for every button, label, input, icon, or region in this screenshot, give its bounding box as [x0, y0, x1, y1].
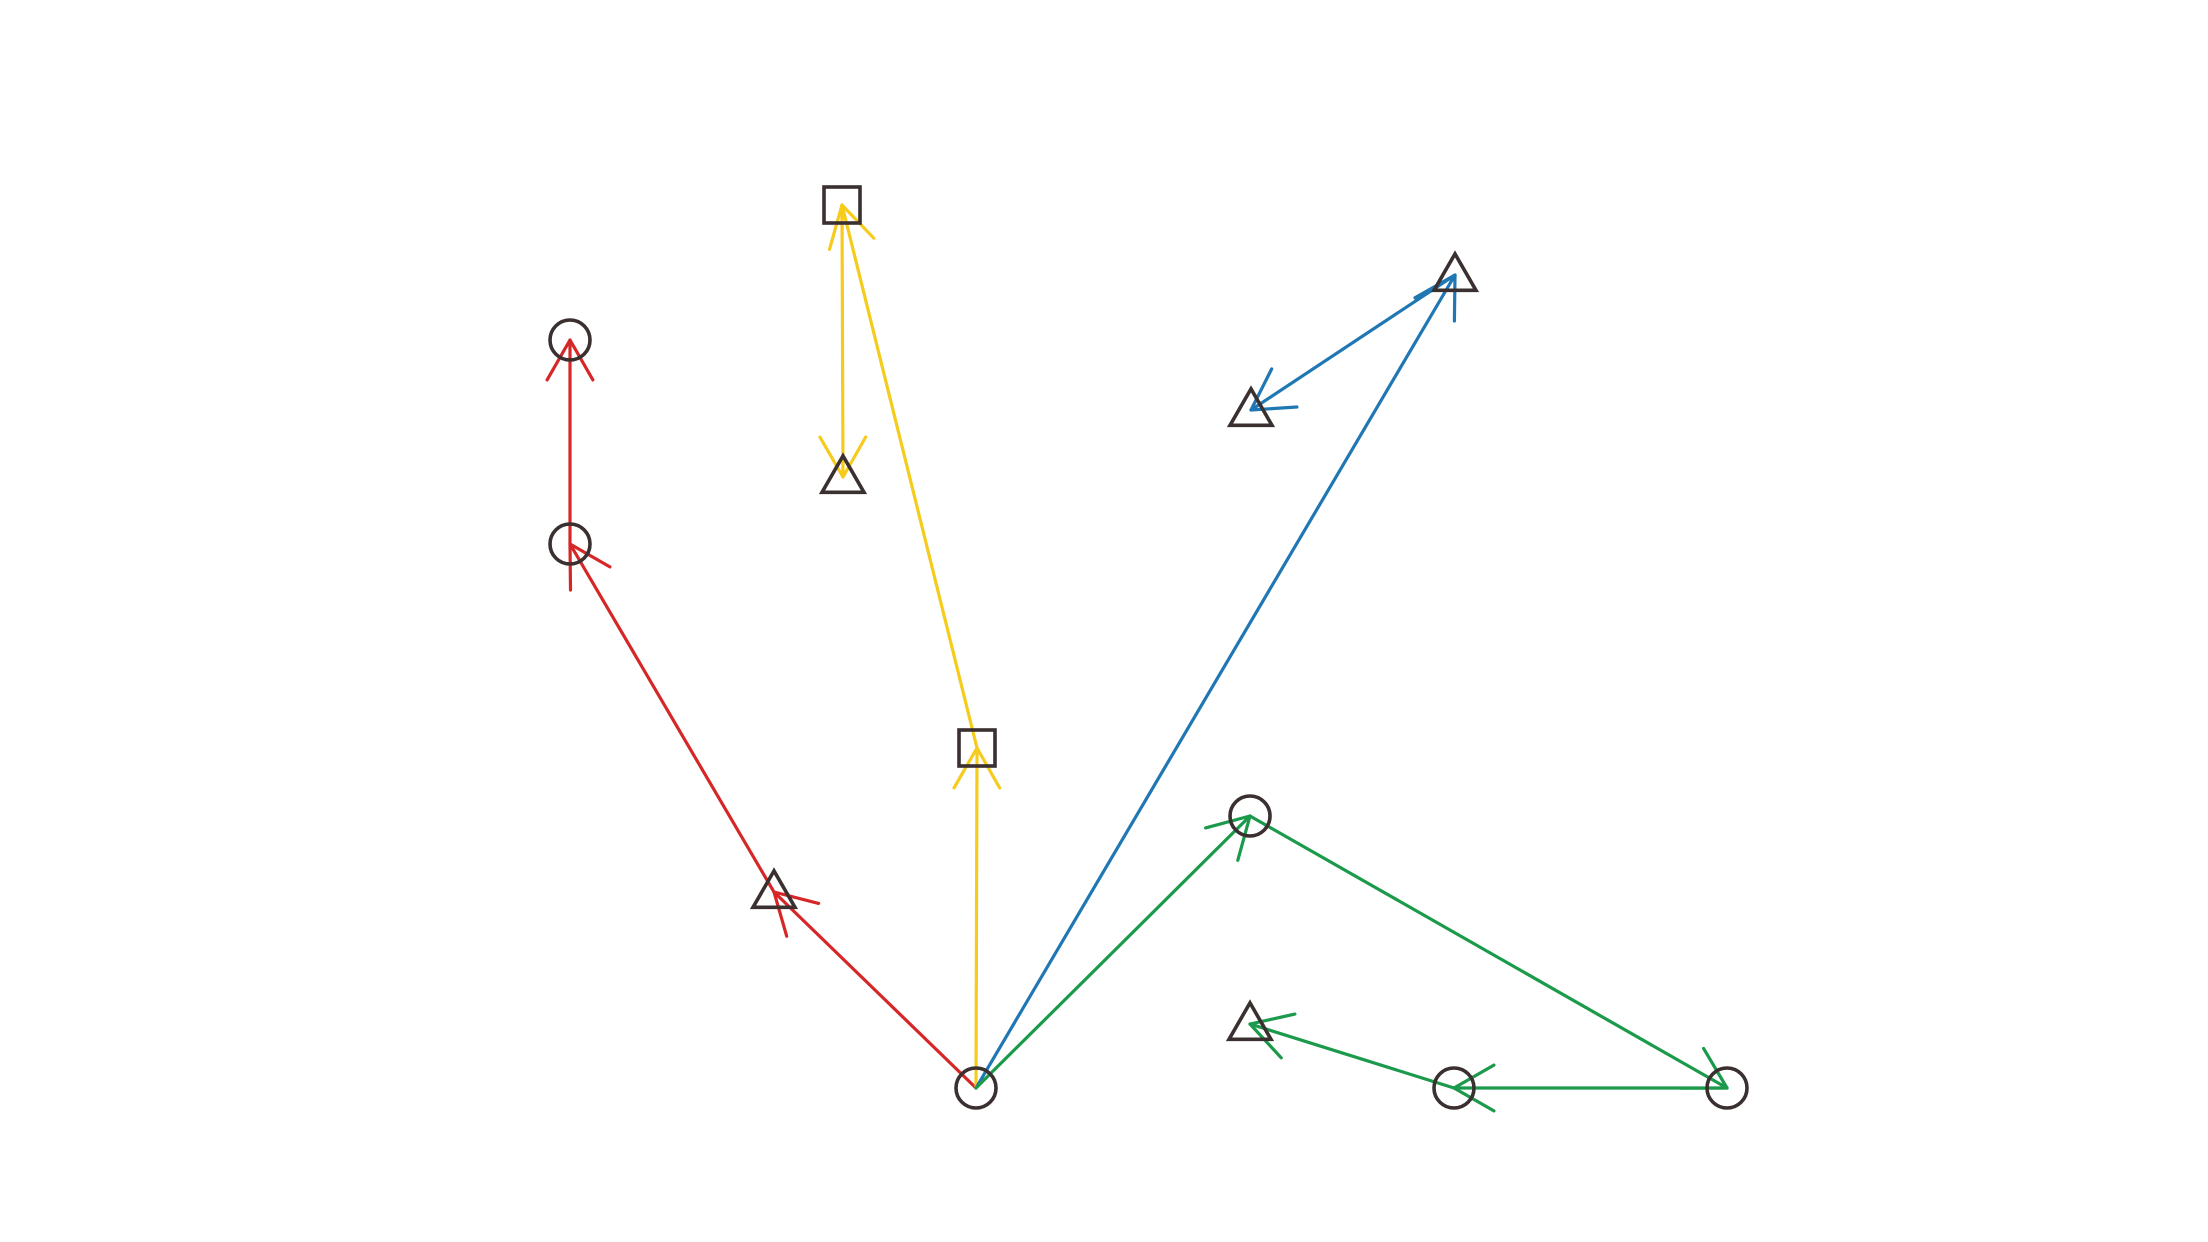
arrow-line — [974, 273, 1457, 1090]
arrow-line — [772, 890, 978, 1090]
arrow-yellow-y2-to-y3 — [818, 203, 868, 479]
arrow-yellow-y1-to-y2 — [827, 203, 979, 750]
arrow-red-r2-to-r3 — [545, 338, 595, 546]
arrowhead — [545, 338, 595, 382]
node-square-y2 — [822, 185, 862, 225]
node-triangle-g4 — [1225, 999, 1275, 1042]
arrowhead — [818, 435, 868, 479]
node-triangle-r1 — [749, 867, 799, 910]
node-square-y1 — [957, 728, 997, 768]
arrow-blue-b1-to-b2 — [1249, 273, 1457, 412]
arrow-yellow-root-to-y1 — [952, 746, 1002, 1090]
edges-layer — [545, 203, 1729, 1113]
arrow-line — [974, 746, 979, 1090]
node-circle-r3 — [548, 318, 592, 362]
arrow-red-root-to-r1 — [772, 890, 978, 1090]
arrow-line — [1249, 273, 1457, 412]
arrowhead — [1249, 367, 1299, 412]
arrow-line — [840, 203, 979, 750]
node-circle-g1 — [1228, 794, 1272, 838]
arrow-blue-root-to-b1 — [974, 273, 1457, 1090]
node-triangle-b2 — [1226, 385, 1276, 428]
node-circle-r2 — [548, 522, 592, 566]
arrow-line — [1248, 814, 1729, 1090]
node-triangle-y3 — [818, 452, 868, 495]
arrowhead — [1248, 1012, 1297, 1060]
node-circle-root — [954, 1066, 998, 1110]
arrow-line — [840, 203, 845, 479]
node-circle-g2 — [1705, 1066, 1749, 1110]
arrow-green-g2-to-g3 — [1452, 1063, 1729, 1113]
nodes-layer — [548, 185, 1749, 1110]
arrow-line — [974, 814, 1252, 1090]
node-circle-g3 — [1432, 1066, 1476, 1110]
arrow-green-g3-to-g4 — [1248, 1012, 1456, 1090]
node-triangle-b1 — [1430, 250, 1480, 293]
arrow-red-r1-to-r2 — [568, 542, 776, 894]
arrow-line — [568, 542, 776, 894]
arrow-line — [1248, 1022, 1456, 1090]
